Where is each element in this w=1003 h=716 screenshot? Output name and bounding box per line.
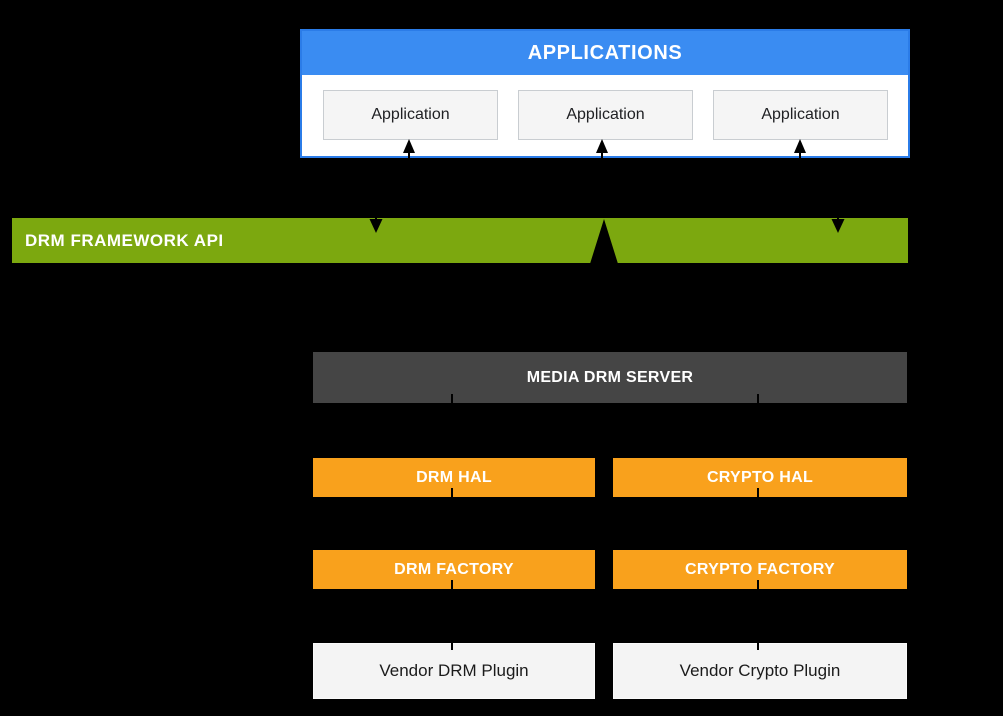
drm-hal-box: DRM HAL [313, 458, 595, 497]
media-drm-server-bar: MEDIA DRM SERVER [313, 352, 907, 403]
drm-framework-api-label: DRM FRAMEWORK API [25, 230, 224, 250]
applications-header: APPLICATIONS [302, 31, 908, 75]
crypto-hal-box: CRYPTO HAL [613, 458, 907, 497]
application-box-1: Application [323, 90, 498, 140]
vendor-drm-plugin-box: Vendor DRM Plugin [313, 643, 595, 699]
drm-framework-api-bar: DRM FRAMEWORK API [12, 218, 908, 263]
application-box-2: Application [518, 90, 693, 140]
drm-factory-box: DRM FACTORY [313, 550, 595, 589]
application-box-3: Application [713, 90, 888, 140]
crypto-factory-box: CRYPTO FACTORY [613, 550, 907, 589]
vendor-crypto-plugin-box: Vendor Crypto Plugin [613, 643, 907, 699]
